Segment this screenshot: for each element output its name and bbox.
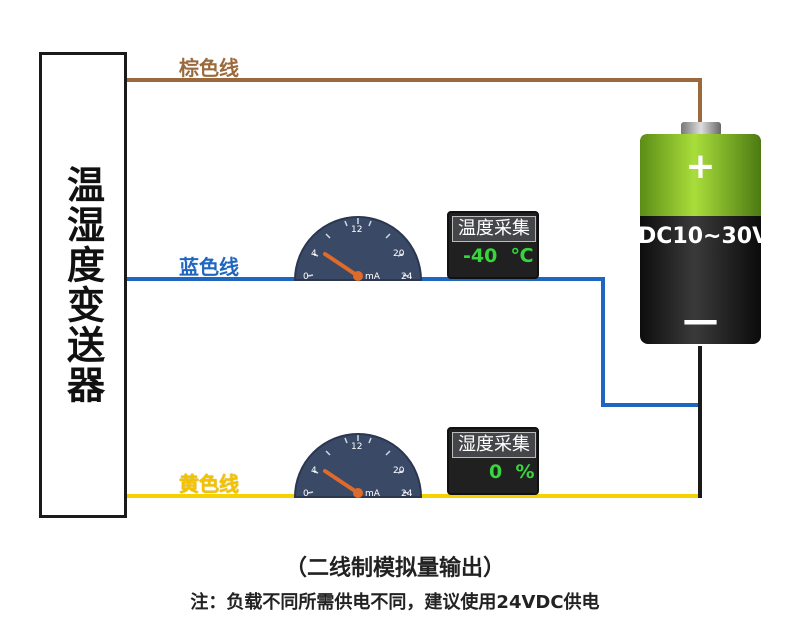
gauge-tick-20: 20	[393, 466, 405, 476]
gauge-tick-0: 0	[303, 272, 309, 282]
power-note: 注：负载不同所需供电不同，建议使用24VDC供电	[190, 592, 600, 613]
blue-wire-label: 蓝色线	[179, 255, 239, 279]
yellow-wire-label: 黄色线	[179, 472, 239, 496]
temperature-display: 温度采集 -40 ℃	[447, 211, 539, 279]
battery-negative-terminal: —	[682, 300, 719, 341]
battery-positive-terminal: +	[685, 146, 716, 187]
display-value: 0 %	[489, 461, 535, 483]
display-title: 湿度采集	[452, 432, 536, 458]
ammeter-gauge-1: 0 4 12 20 24 mA	[293, 206, 423, 282]
ammeter-gauge-2: 0 4 12 20 24 mA	[293, 423, 423, 499]
brown-wire-label: 棕色线	[179, 56, 239, 80]
gauge-unit: mA	[365, 272, 381, 282]
gauge-tick-12: 12	[351, 225, 362, 235]
transmitter-box: 温湿度变送器	[39, 52, 127, 518]
transmitter-label: 温湿度变送器	[60, 165, 105, 405]
gauge-tick-24: 24	[401, 272, 413, 282]
blue-wire	[127, 277, 700, 407]
gauge-tick-12: 12	[351, 442, 362, 452]
gauge-tick-0: 0	[303, 489, 309, 499]
gauge-unit: mA	[365, 489, 381, 499]
battery-voltage-label: DC10~30V	[638, 224, 770, 249]
brown-wire	[127, 78, 702, 130]
diagram-caption: （二线制模拟量输出）	[284, 556, 505, 581]
display-title: 温度采集	[452, 216, 536, 242]
display-value: -40 ℃	[463, 245, 534, 267]
gauge-tick-24: 24	[401, 489, 413, 499]
gauge-tick-20: 20	[393, 249, 405, 259]
gauge-tick-4: 4	[311, 249, 317, 259]
battery: + DC10~30V —	[638, 120, 770, 346]
humidity-display: 湿度采集 0 %	[447, 427, 539, 495]
gauge-tick-4: 4	[311, 466, 317, 476]
